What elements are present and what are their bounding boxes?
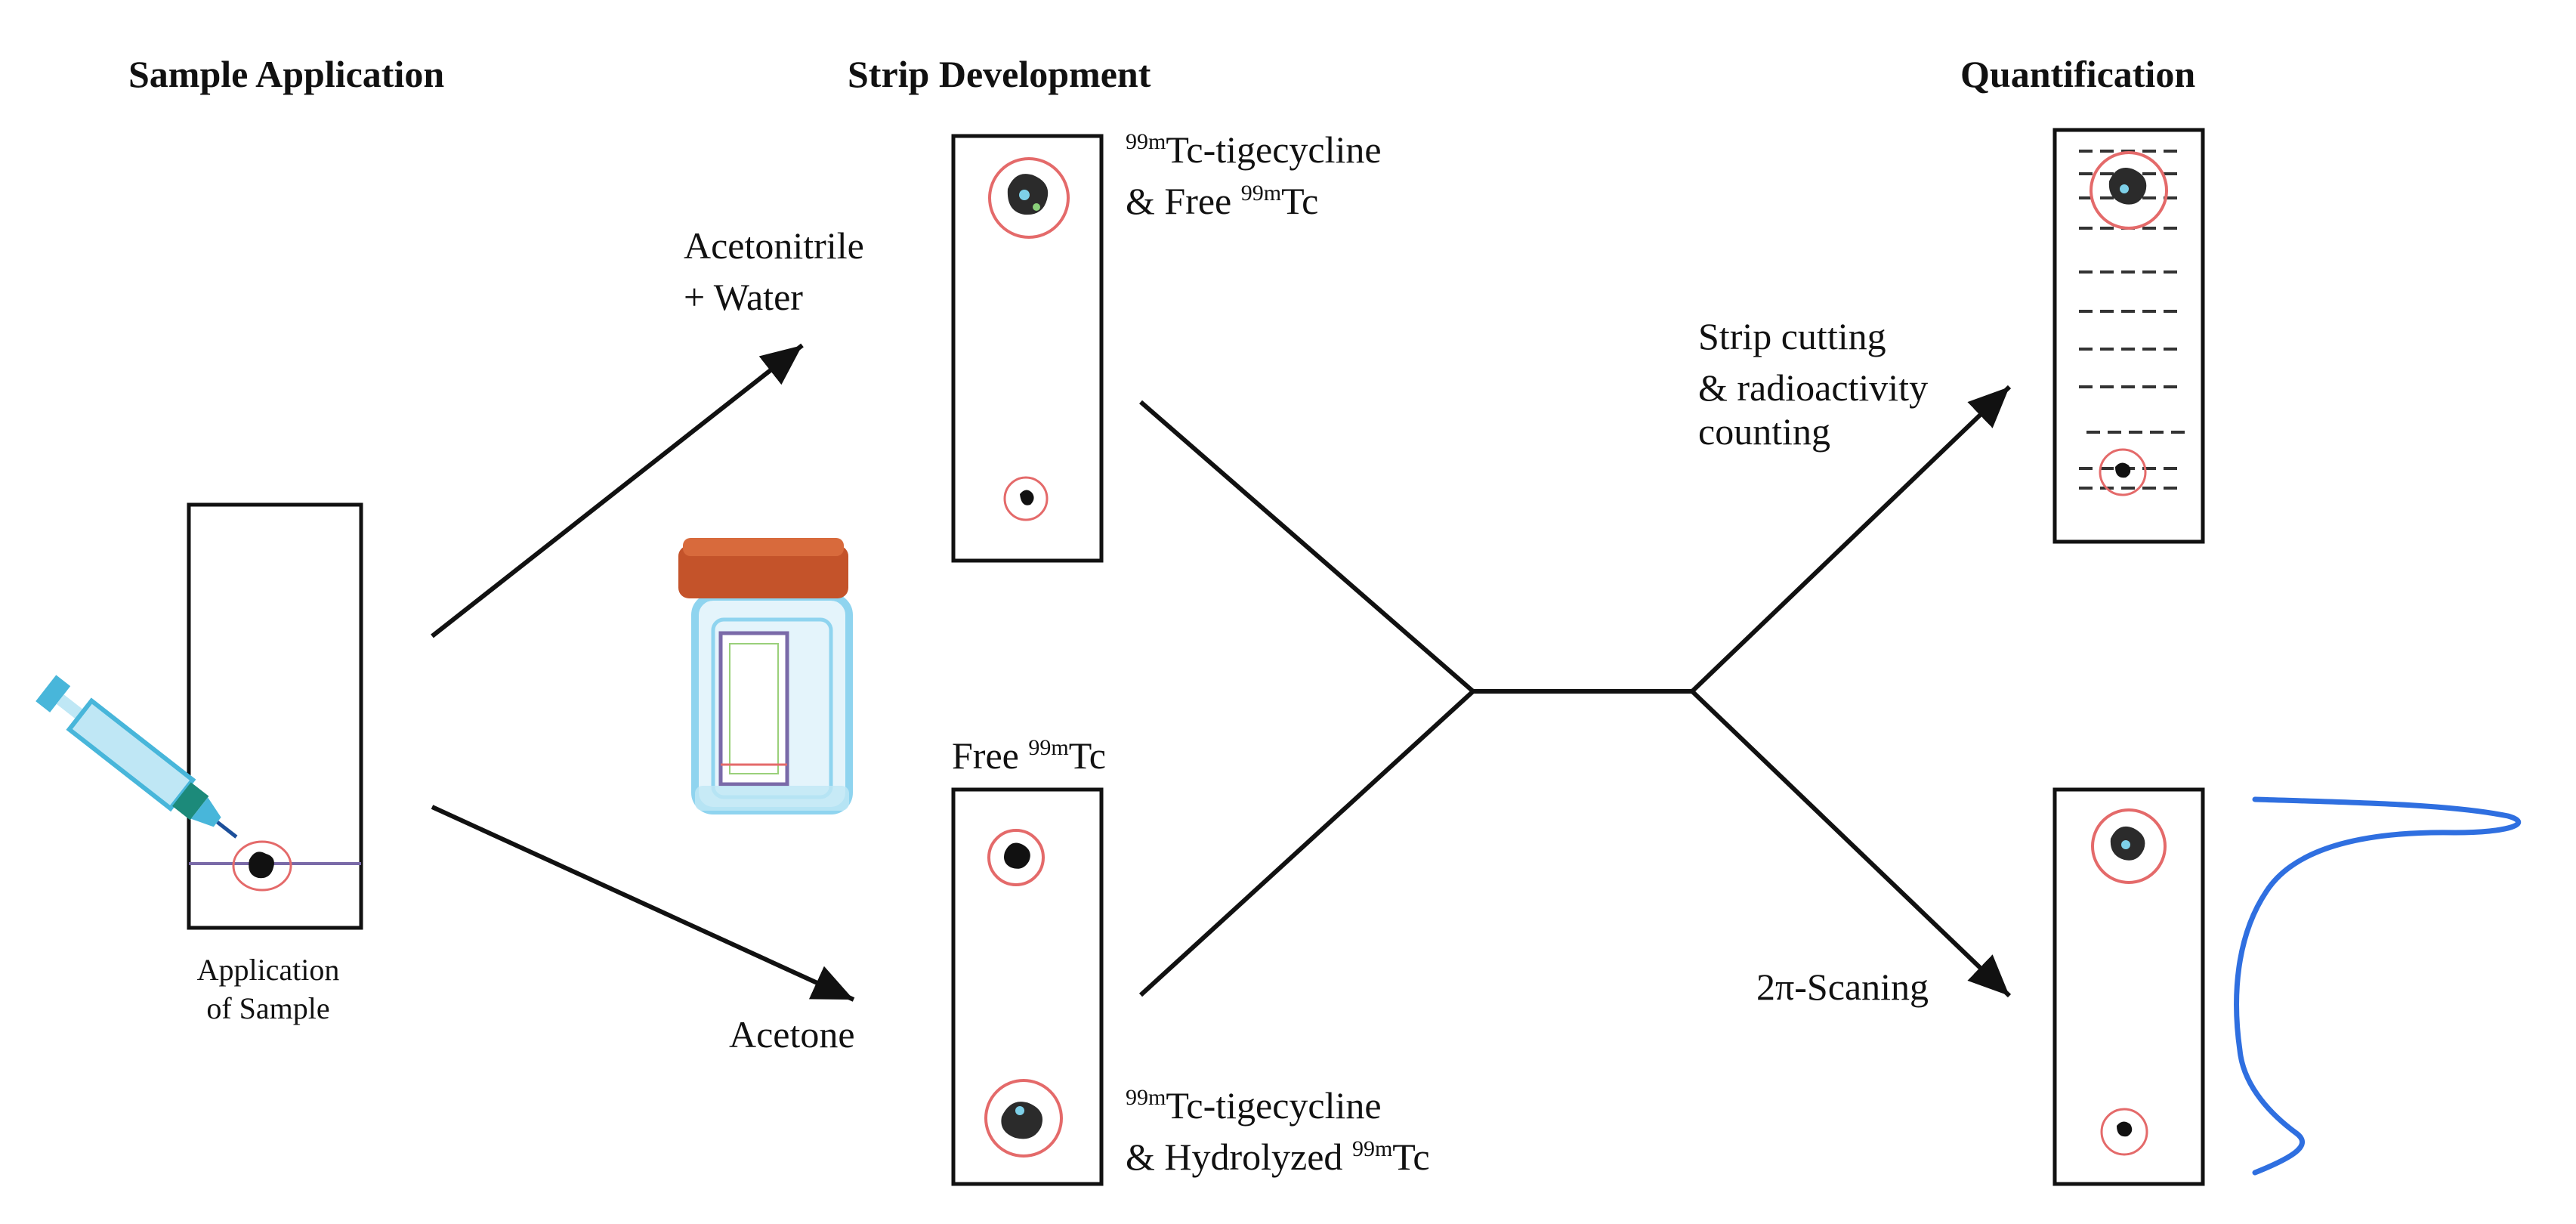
label-strip-top-line2: & Free 99mTc	[1126, 180, 1318, 222]
spot-origin	[2115, 462, 2131, 478]
label-application-line1: Application	[197, 953, 340, 987]
header-strip-development: Strip Development	[848, 53, 1151, 95]
connector-bottom	[1138, 689, 1475, 997]
strip-scanned	[2052, 787, 2205, 1186]
spot-front	[1004, 842, 1030, 869]
label-free-tc: Free 99mTc	[952, 734, 1106, 777]
spot-ring	[988, 157, 1070, 239]
label-plus-water: + Water	[684, 276, 803, 318]
label-strip-bottom-line2: & Hydrolyzed 99mTc	[1126, 1136, 1430, 1178]
strip-top	[951, 134, 1104, 563]
spot-ring	[232, 840, 292, 892]
arrow-to-scanning	[1690, 689, 2012, 998]
header-quantification: Quantification	[1960, 53, 2195, 95]
arrow-to-bottom-strip	[431, 805, 855, 1002]
spot-origin	[1020, 490, 1034, 505]
strip-cut	[2052, 128, 2205, 544]
label-scanning: 2π-Scaning	[1756, 966, 1929, 1008]
label-application-line2: of Sample	[206, 991, 329, 1025]
label-strip-bottom-line1: 99mTc-tigecycline	[1126, 1084, 1382, 1127]
spot-ring	[2090, 151, 2168, 230]
spot-origin	[1001, 1102, 1042, 1139]
arrow-to-cutting	[1690, 385, 2012, 694]
sample-strip	[187, 502, 363, 930]
syringe-icon	[36, 675, 238, 839]
label-acetone: Acetone	[729, 1013, 855, 1056]
developing-jar-icon	[678, 538, 853, 814]
label-strip-cutting: Strip cutting	[1698, 315, 1886, 357]
label-acetonitrile: Acetonitrile	[684, 224, 864, 267]
spot-ring	[2099, 448, 2147, 496]
label-counting: counting	[1698, 410, 1830, 453]
arrow-to-top-strip	[431, 343, 804, 638]
spot-ring	[984, 1079, 1063, 1158]
header-sample-application: Sample Application	[128, 53, 444, 95]
spot-ring	[2091, 808, 2167, 884]
spot-ring	[987, 829, 1045, 886]
label-strip-top-line1: 99mTc-tigecycline	[1126, 128, 1382, 171]
spot-ring	[1003, 476, 1049, 521]
label-radioactivity: & radioactivity	[1698, 366, 1928, 409]
sample-spot	[249, 852, 274, 879]
spot-origin	[2117, 1121, 2133, 1137]
connector-top	[1139, 400, 1475, 694]
strip-bottom	[951, 787, 1104, 1186]
spot-ring	[2100, 1108, 2148, 1156]
scan-trace-curve	[2234, 796, 2522, 1176]
